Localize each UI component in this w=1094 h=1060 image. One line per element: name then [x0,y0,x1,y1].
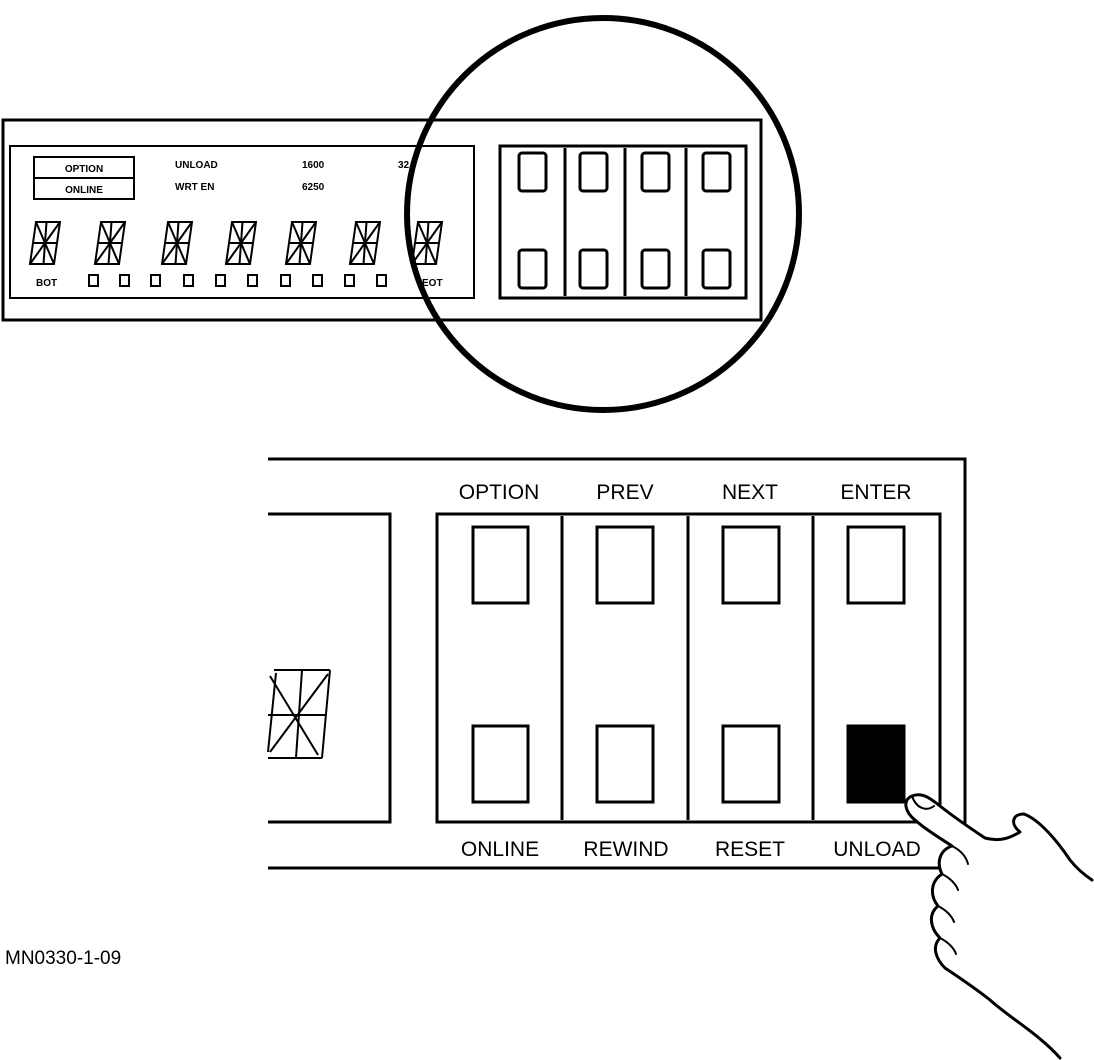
unload-indicator-text: UNLOAD [175,160,218,171]
small-button-bezel [498,144,748,300]
small-prev-button[interactable] [578,151,609,193]
option-status-text: OPTION [65,164,103,175]
segment-character [28,221,62,265]
online-button[interactable] [471,724,530,804]
reset-button[interactable] [721,724,781,804]
led-indicator [88,274,99,287]
option-button[interactable] [471,525,530,605]
enlarged-labels: OPTION PREV NEXT ENTER ONLINE REWIND RES… [459,481,921,861]
prev-label: PREV [596,481,653,504]
small-reset-button[interactable] [640,248,671,290]
enlarged-panel [267,457,967,870]
small-unload-button[interactable] [701,248,732,290]
small-panel-text: OPTION ONLINE UNLOAD 1600 32 WRT EN 6250… [36,160,443,289]
small-enter-button[interactable] [701,151,732,193]
led-indicator [344,274,355,287]
figure-id: MN0330-1-09 [5,948,121,969]
option-label: OPTION [459,481,540,504]
enter-button[interactable] [846,525,906,605]
magnifier-circle [404,15,802,413]
small-buttons [517,151,732,290]
small-panel-housing [1,118,763,322]
online-status-text: ONLINE [65,185,103,196]
unload-button-pressed[interactable] [846,724,906,804]
prev-button[interactable] [595,525,655,605]
led-indicator [280,274,291,287]
led-indicator [247,274,258,287]
online-label: ONLINE [461,838,539,861]
enlarged-segment-character [267,669,331,759]
eot-label: EOT [422,278,443,289]
density-32-text: 32 [398,160,410,171]
enlarged-display-window [268,512,392,824]
segment-character [160,221,194,265]
small-online-button[interactable] [517,248,548,290]
led-indicator-row [88,274,387,287]
next-label: NEXT [722,481,778,504]
led-indicator [150,274,161,287]
reset-label: RESET [715,838,785,861]
enter-label: ENTER [840,481,911,504]
small-rewind-button[interactable] [578,248,609,290]
bot-label: BOT [36,278,57,289]
small-option-button[interactable] [517,151,548,193]
small-display-window [9,145,475,299]
led-indicator [312,274,323,287]
enlarged-panel-housing [268,457,967,870]
small-panel [1,118,763,322]
rewind-label: REWIND [583,838,668,861]
pointing-hand-icon [904,793,1094,1060]
rewind-button[interactable] [595,724,655,804]
led-indicator [215,274,226,287]
segment-character [224,221,258,265]
segment-character [93,221,127,265]
led-indicator [119,274,130,287]
segment-character [348,221,382,265]
small-next-button[interactable] [640,151,671,193]
next-button[interactable] [721,525,781,605]
segment-display-row [28,221,444,265]
online-status-box [33,177,135,200]
unload-label: UNLOAD [833,838,921,861]
led-indicator [376,274,387,287]
density-6250-text: 6250 [302,182,325,193]
density-1600-text: 1600 [302,160,325,171]
enlarged-button-bezel [435,512,942,824]
segment-character [284,221,318,265]
segment-character [410,221,444,265]
write-enable-text: WRT EN [175,182,214,193]
led-indicator [183,274,194,287]
